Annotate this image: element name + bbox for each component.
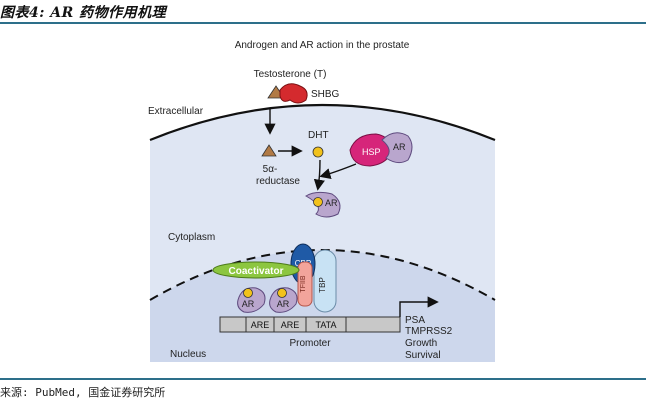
figure-caption-bar: 图表4: AR 药物作用机理 — [0, 0, 646, 24]
survival-label: Survival — [405, 350, 441, 361]
extracellular-label: Extracellular — [148, 106, 204, 117]
dht-dimer-right-icon — [277, 288, 287, 298]
hsp-label: HSP — [362, 147, 381, 157]
cytoplasm-label: Cytoplasm — [168, 232, 215, 243]
dht-molecule-icon — [312, 146, 324, 158]
figure-title: 图表4: AR 药物作用机理 — [0, 5, 167, 21]
coactivator-label: Coactivator — [228, 266, 283, 277]
tbp-label: TBP — [318, 277, 327, 293]
ar-dimer-left-label: AR — [242, 299, 255, 309]
ar-dimer-right-label: AR — [277, 299, 290, 309]
dht-label: DHT — [308, 130, 329, 141]
tata-box-label: TATA — [316, 320, 337, 330]
growth-label: Growth — [405, 338, 437, 349]
ar-dht-label: AR — [325, 198, 338, 208]
ar-hsp-label: AR — [393, 142, 406, 152]
ar-release-arrow — [319, 163, 357, 180]
reductase-label-line1: 5α- — [263, 164, 278, 175]
dna-strand — [219, 316, 401, 333]
promoter-label: Promoter — [289, 338, 331, 349]
source-note: 来源: PubMed, 国金证券研究所 — [0, 386, 166, 399]
tbp-protein-icon — [313, 249, 337, 313]
shbg-label: SHBG — [311, 89, 340, 100]
are-box-1-label: ARE — [251, 320, 270, 330]
are-box-2-label: ARE — [281, 320, 300, 330]
dht-bound-icon — [313, 197, 323, 207]
tfiib-protein-icon — [297, 261, 313, 307]
dht-dimer-left-icon — [243, 288, 253, 298]
source-bar: 来源: PubMed, 国金证券研究所 — [0, 378, 646, 403]
nucleus-label: Nucleus — [170, 349, 206, 360]
psa-label: PSA — [405, 315, 425, 326]
tmprss2-label: TMPRSS2 — [405, 326, 453, 337]
transcription-arrow — [399, 296, 439, 317]
testosterone-label: Testosterone (T) — [254, 69, 327, 80]
ar-receptor-hsp-icon — [381, 132, 413, 164]
cell-membrane — [149, 103, 496, 142]
tfiib-label: TFIIB — [300, 275, 307, 292]
ar-dimer-right-icon — [269, 287, 298, 313]
ar-dht-complex-icon — [305, 191, 341, 218]
testosterone-intracellular-icon — [261, 144, 277, 157]
shbg-protein-icon — [279, 83, 308, 104]
diagram-title: Androgen and AR action in the prostate — [235, 40, 410, 51]
coactivator-protein-icon — [212, 261, 300, 279]
reductase-label-line2: reductase — [256, 176, 300, 187]
